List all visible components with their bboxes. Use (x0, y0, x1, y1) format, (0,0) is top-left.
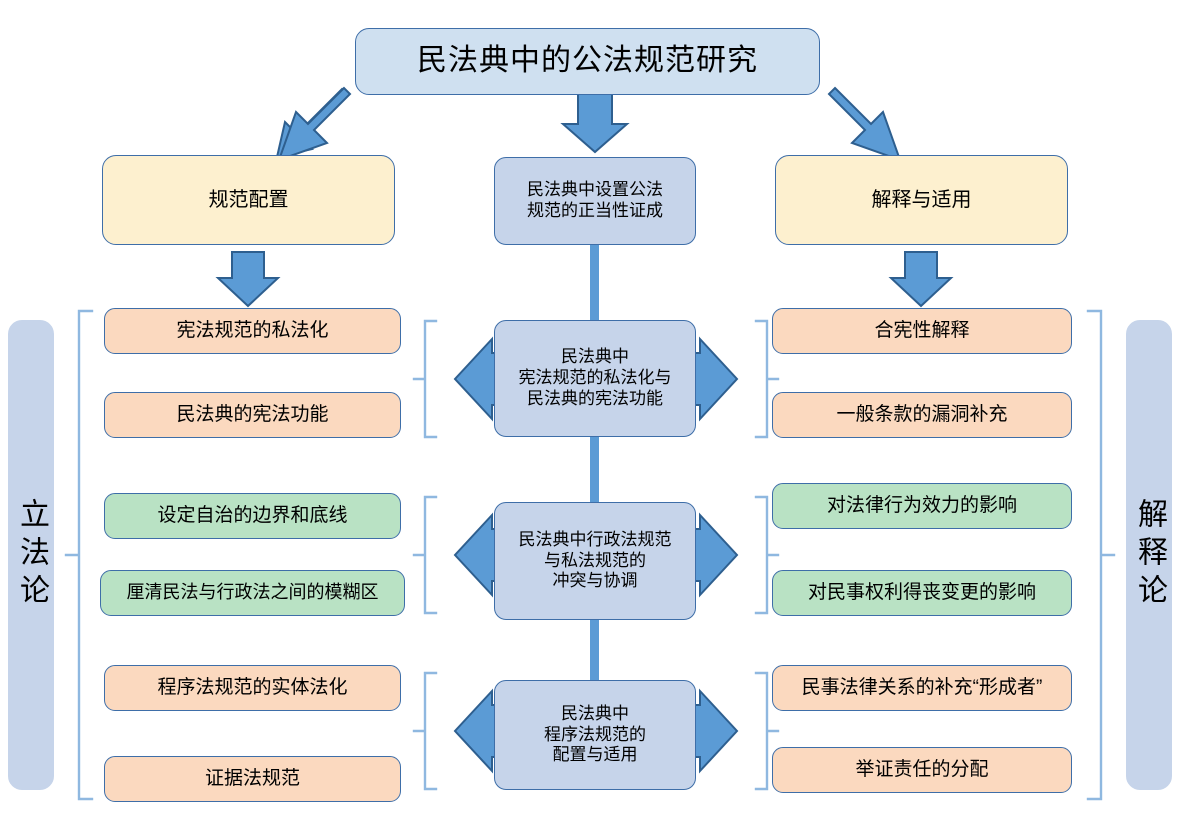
center-node-4[interactable]: 民法典中 程序法规范的 配置与适用 (494, 680, 696, 790)
center-node-1[interactable]: 民法典中设置公法 规范的正当性证成 (494, 157, 696, 245)
bracket-left-group-2 (412, 495, 438, 615)
center-node-2[interactable]: 民法典中 宪法规范的私法化与 民法典的宪法功能 (494, 320, 696, 437)
right-item-4[interactable]: 对民事权利得丧变更的影响 (772, 570, 1072, 616)
bracket-left-group-3 (412, 671, 438, 791)
right-item-3[interactable]: 对法律行为效力的影响 (772, 483, 1072, 529)
arrow-left-category-down (215, 251, 281, 308)
arrow-right-category-down (888, 251, 954, 308)
right-item-5[interactable]: 民事法律关系的补充“形成者” (772, 665, 1072, 711)
side-label-right-text: 解释论 (1133, 498, 1166, 612)
category-box-left[interactable]: 规范配置 (102, 155, 395, 245)
left-item-4[interactable]: 厘清民法与行政法之间的模糊区 (100, 570, 405, 616)
right-item-6[interactable]: 举证责任的分配 (772, 747, 1072, 793)
side-label-right: 解释论 (1126, 320, 1172, 790)
left-item-5[interactable]: 程序法规范的实体法化 (104, 665, 401, 711)
category-box-right[interactable]: 解释与适用 (775, 155, 1068, 245)
bracket-left-group-1 (412, 319, 438, 439)
side-label-left-text: 立法论 (15, 498, 48, 612)
arrow-title-to-left (275, 86, 352, 162)
left-item-3[interactable]: 设定自治的边界和底线 (104, 493, 401, 539)
bracket-outer-right (1086, 309, 1116, 801)
right-item-1[interactable]: 合宪性解释 (772, 308, 1072, 354)
center-node-3[interactable]: 民法典中行政法规范 与私法规范的 冲突与协调 (494, 502, 696, 620)
left-item-1[interactable]: 宪法规范的私法化 (104, 308, 401, 354)
arrow-title-to-center (560, 93, 630, 154)
bracket-outer-left (64, 309, 94, 801)
right-item-2[interactable]: 一般条款的漏洞补充 (772, 392, 1072, 438)
left-item-6[interactable]: 证据法规范 (104, 756, 401, 802)
side-label-left: 立法论 (8, 320, 54, 790)
left-item-2[interactable]: 民法典的宪法功能 (104, 392, 401, 438)
diagram-title: 民法典中的公法规范研究 (355, 28, 820, 95)
arrow-title-to-right (827, 86, 902, 162)
